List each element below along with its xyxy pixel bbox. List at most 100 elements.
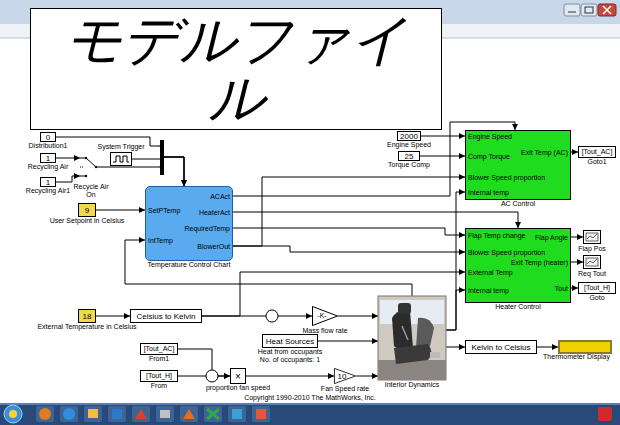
pulse-symbol-part [111, 153, 132, 166]
scope-symbol [583, 230, 601, 244]
window-frame-part [598, 4, 616, 16]
port-label: BlowerOut [197, 243, 230, 251]
block-text: 18 [83, 312, 92, 321]
window-frame-part [0, 403, 620, 425]
block-text: 9 [85, 206, 89, 215]
window-frame-part [207, 409, 219, 419]
block-text: 10 [338, 372, 347, 381]
block-text: [Tout_AC] [582, 148, 613, 156]
block: 1Recycling Air [40, 153, 56, 163]
scope-block: Req Tout [583, 255, 601, 269]
window-frame-part [232, 409, 242, 419]
window-frame-part [9, 410, 17, 418]
mux-bar [160, 140, 164, 175]
block-name: Goto [589, 294, 604, 302]
signal-line [96, 210, 145, 211]
signal-line [446, 347, 465, 348]
signal-line [132, 157, 184, 186]
block-name: External Temperature in Celsius [37, 323, 136, 331]
stateflow-chart: SetPTempIntTempACActHeaterActRequiredTem… [145, 186, 233, 261]
sum-symbol [266, 310, 278, 322]
block-name: Goto1 [587, 158, 606, 166]
port-label: SetPTemp [148, 207, 180, 215]
block-name: Fan Speed rate [321, 385, 369, 393]
block: 0Distribution1 [40, 132, 56, 142]
block-text: 1 [46, 178, 50, 187]
block: ×proportion fan speed [230, 368, 246, 384]
block-name: Recycle Air On [71, 183, 111, 199]
window-frame-part [256, 409, 266, 419]
signal-line [246, 376, 334, 377]
window-frame-part [0, 403, 620, 405]
window-frame-part [183, 409, 195, 419]
signal-line [446, 192, 465, 330]
window-frame-part [598, 407, 612, 421]
block-text: 1 [46, 154, 50, 163]
subsystem-block: Flap Temp changeBlower Speed proportionE… [465, 228, 571, 303]
block-name: User Setpoint in Celsius [50, 217, 125, 225]
signal-line [56, 137, 184, 186]
switch-symbol-part [86, 158, 96, 167]
pic-symbol-part [394, 344, 432, 364]
copyright-note: Copyright 1990-2010 The MathWorks, Inc. [244, 394, 376, 402]
block-name: Distribution1 [29, 142, 68, 150]
port-label: External Temp [468, 269, 513, 277]
signal-line [420, 156, 465, 157]
signal-line [56, 158, 80, 159]
block-text: [Tout_H] [584, 284, 610, 292]
constant-block: 18External Temperature in Celsius [78, 309, 96, 323]
display-block: Thermometer Display [558, 340, 612, 354]
signal-line [233, 228, 465, 235]
window-frame-part [228, 406, 246, 422]
sum-symbol [206, 370, 218, 382]
block-text: 2000 [400, 132, 418, 141]
signal-line [202, 316, 312, 317]
port-label: Exit Temp (AC) [521, 149, 568, 157]
block: [Tout_H]Goto [578, 282, 616, 294]
pulse-symbol [110, 152, 132, 166]
port-label: Blower Speed proportion [468, 249, 545, 257]
signal-line [56, 176, 80, 182]
port-label: Tout [555, 285, 568, 293]
window-frame-part [204, 406, 222, 422]
pic-symbol [378, 296, 446, 380]
gain-block: -K-Mass flow rate [312, 306, 338, 326]
signal-line [233, 177, 465, 246]
block-text: 0 [46, 133, 50, 142]
signal-line [537, 347, 558, 348]
window-frame-part [585, 7, 593, 13]
signal-line [178, 376, 230, 377]
block-text: -K- [317, 312, 326, 320]
scope-symbol-part [586, 233, 598, 241]
block-name: Torque Comp [388, 161, 430, 169]
signal-line [96, 316, 130, 317]
block-text: Celsius to Kelvin [136, 312, 195, 321]
pic-symbol-part [380, 300, 444, 324]
signal-line [571, 262, 583, 263]
pulse-generator: System Trigger [110, 152, 132, 166]
block: [Tout_H]From [140, 370, 178, 382]
subsystem-block: Engine SpeedComp TorqueBlower Speed prop… [465, 130, 571, 200]
block-name: Temperature Control Chart [148, 261, 231, 269]
pic-symbol-part [402, 326, 408, 340]
window-frame-part [135, 409, 147, 419]
block-text: × [235, 371, 241, 382]
pic-symbol-part [378, 360, 446, 380]
signal-line [356, 376, 378, 377]
port-label: HeaterAct [199, 209, 230, 217]
window-frame-part [36, 406, 54, 422]
signal-line [446, 290, 465, 330]
block: Heat SourcesHeat from occupants No. of o… [262, 334, 318, 348]
switch-symbol-part [85, 157, 87, 159]
block-name: Recycling Air1 [26, 187, 70, 195]
signal-line [338, 316, 378, 317]
window-frame-part [112, 409, 122, 419]
window-frame-part [581, 4, 597, 16]
block-name: proportion fan speed [206, 384, 270, 392]
switch-block: Recycle Air On [80, 152, 102, 182]
signal-line [571, 288, 578, 289]
pic-symbol-part [392, 310, 413, 349]
window-frame-part [60, 406, 78, 422]
gain-symbol-part [334, 368, 355, 383]
window-frame-part [84, 406, 102, 422]
